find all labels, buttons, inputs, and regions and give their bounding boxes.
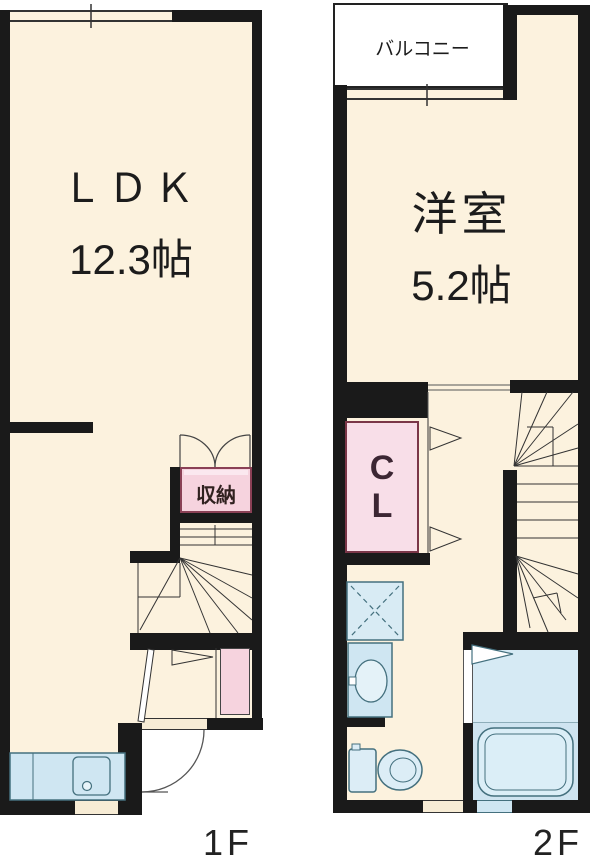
balcony-label: バルコニー (375, 39, 470, 60)
room-label-yoshitsu: 洋室 (411, 188, 512, 240)
entrance-porch (142, 730, 263, 815)
wall (512, 800, 590, 813)
closet-label-c: C (369, 449, 395, 487)
closet-cl: C L (345, 421, 419, 553)
wall-opening (75, 800, 118, 815)
ldk-window (10, 10, 172, 22)
wall (170, 513, 252, 523)
wall (578, 5, 590, 813)
wall (333, 553, 430, 565)
wall (130, 551, 180, 563)
ldk-floor (10, 10, 252, 800)
closet-label-l: L (371, 487, 393, 525)
wall (0, 800, 75, 815)
wall (0, 10, 10, 815)
room-size-yoshitsu: 5.2帖 (411, 262, 512, 309)
wall (510, 380, 590, 393)
shoe-cabinet (220, 648, 250, 715)
wall (463, 800, 477, 813)
floor-label-1f: 1F (202, 822, 253, 862)
wall (252, 10, 262, 730)
wall (463, 632, 590, 650)
bathroom-door (463, 650, 473, 723)
wall (10, 422, 93, 433)
wall (170, 467, 180, 553)
wall (333, 382, 428, 418)
wall (333, 85, 347, 813)
storage-label: 収納 (196, 485, 236, 507)
wall (342, 717, 385, 727)
room-label-ldk: ＬＤＫ (62, 167, 200, 211)
floor-label-2f: 2F (532, 822, 583, 862)
wall (207, 718, 263, 730)
wall (503, 470, 517, 650)
entrance-threshold (142, 718, 207, 730)
wall (333, 800, 423, 813)
wall (503, 5, 517, 100)
wall (130, 633, 262, 650)
storage-door-panel (184, 470, 248, 475)
wall-opening (423, 800, 463, 813)
yoshitsu-window (347, 88, 503, 100)
wall (463, 723, 473, 803)
wall (118, 723, 142, 815)
room-size-ldk: 12.3帖 (69, 236, 193, 283)
wall (507, 5, 590, 15)
wall (172, 10, 262, 22)
bathroom-window (477, 800, 512, 813)
